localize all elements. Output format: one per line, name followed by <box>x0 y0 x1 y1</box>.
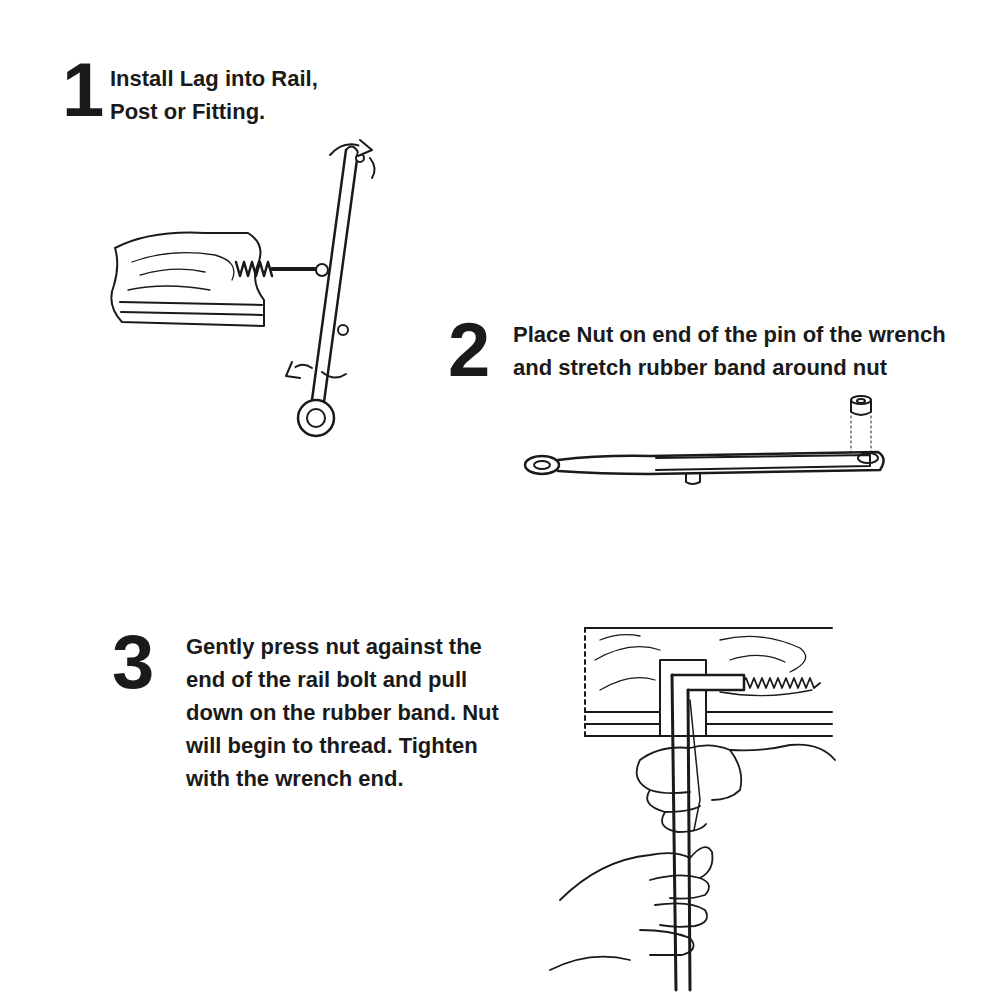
wrench-ring-hole <box>307 409 325 427</box>
step-number: 2 <box>448 318 508 382</box>
wrench-step1 <box>286 140 375 436</box>
wrench-pin <box>316 264 328 276</box>
screw-thread <box>236 262 272 276</box>
instruction-text-slot: Gently press nut against the end of the … <box>186 630 512 795</box>
rail-board <box>120 302 262 315</box>
rotation-arrow <box>370 158 375 178</box>
rail-board <box>585 628 832 736</box>
lower-thumb <box>690 847 713 878</box>
wrench-body <box>312 150 358 402</box>
instruction-text-slot: Place Nut on end of the pin of the wrenc… <box>513 318 973 384</box>
wrench-pin <box>858 453 878 463</box>
wrench-ring <box>525 456 559 474</box>
lower-hand <box>550 853 709 970</box>
instruction-text: Place Nut on end of the pin of the wrenc… <box>513 318 973 384</box>
wrench-ring-hole <box>534 461 550 469</box>
rail-end <box>111 233 264 326</box>
upper-hand <box>637 745 835 832</box>
wood-grain <box>128 253 234 290</box>
instruction-text-slot: Install Lag into Rail, Post or Fitting. <box>110 62 358 128</box>
rotation-arrow <box>322 372 346 378</box>
wrench-body <box>558 452 884 474</box>
step-number-slot: 3 <box>112 630 172 694</box>
wrench-arm <box>672 675 744 690</box>
instruction-text: Gently press nut against the end of the … <box>186 630 512 795</box>
rail-underside <box>585 628 832 736</box>
upper-thumb <box>712 750 741 800</box>
wrench-pin <box>338 325 348 335</box>
screw-shank <box>272 267 322 271</box>
wrench-slot <box>656 455 870 470</box>
wrench-step2 <box>525 396 884 484</box>
nut-body <box>851 400 871 415</box>
nut-hole <box>857 399 865 403</box>
hands <box>550 745 835 970</box>
wrench-pin <box>686 473 700 484</box>
nut-top <box>851 396 871 404</box>
fitting-block <box>660 660 706 736</box>
instruction-text: Install Lag into Rail, Post or Fitting. <box>110 62 358 128</box>
arrowhead <box>358 140 372 156</box>
wrench-ring <box>298 400 334 436</box>
rail-outline <box>111 233 264 326</box>
wrench-top <box>346 146 358 152</box>
rail-edge <box>584 628 586 736</box>
lag-screw <box>236 262 322 276</box>
step-number-slot: 2 <box>448 318 508 382</box>
alignment-line <box>851 416 871 452</box>
step-number: 3 <box>112 630 172 694</box>
rubber-band <box>690 700 700 830</box>
arrowhead <box>286 362 300 378</box>
